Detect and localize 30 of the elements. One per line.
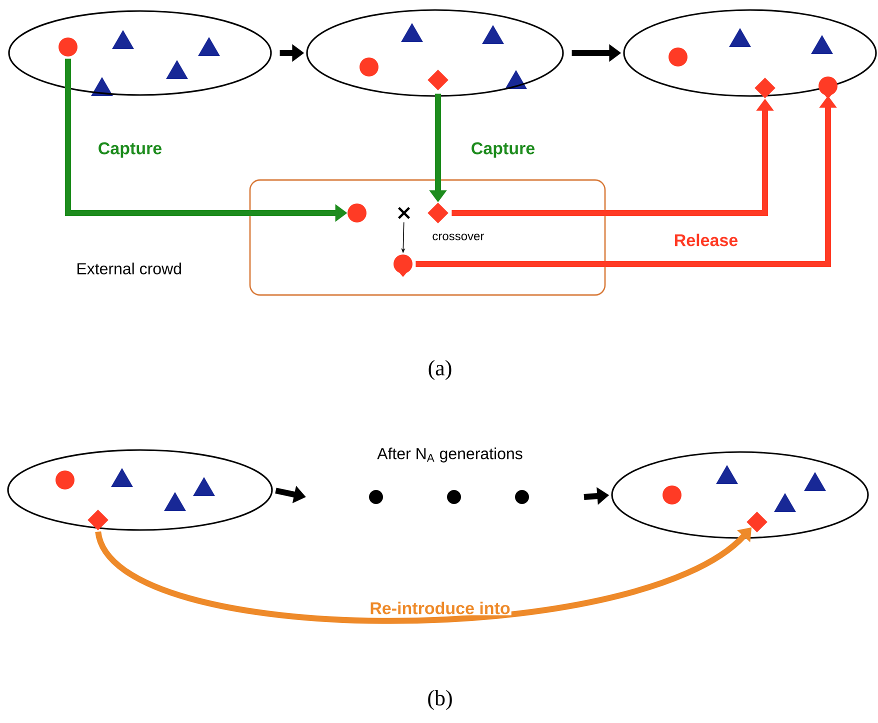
diamond-marker <box>428 202 448 224</box>
caption: (a) <box>428 360 452 380</box>
dot <box>447 490 461 504</box>
circle-marker <box>56 470 74 490</box>
drop-marker <box>394 254 412 277</box>
edge-label: Re-introduce into <box>370 602 510 614</box>
note-label: After N$_{A}$ generations <box>377 448 522 462</box>
edge-label: crossover <box>432 234 484 240</box>
edge-label: Capture <box>472 142 535 158</box>
circle-marker <box>668 48 688 66</box>
box-label: External crowd <box>78 262 181 274</box>
diamond-marker <box>428 70 448 90</box>
diamond-marker <box>88 510 108 530</box>
cross-marker <box>398 206 410 220</box>
edge-label: Capture <box>98 142 162 158</box>
population-ellipse <box>8 10 272 96</box>
edge-label: Release <box>675 234 738 246</box>
population-ellipse <box>611 451 869 539</box>
circle-marker <box>58 38 78 56</box>
dot <box>515 490 529 504</box>
circle-marker <box>662 486 682 504</box>
diamond-marker <box>746 512 768 532</box>
caption: (b) <box>428 690 452 710</box>
population-ellipse <box>306 9 564 97</box>
drop-marker <box>818 76 838 99</box>
circle-marker <box>348 204 366 222</box>
dot <box>369 490 383 504</box>
population-ellipse <box>7 449 273 531</box>
population-ellipse <box>623 9 877 97</box>
circle-marker <box>360 58 378 76</box>
